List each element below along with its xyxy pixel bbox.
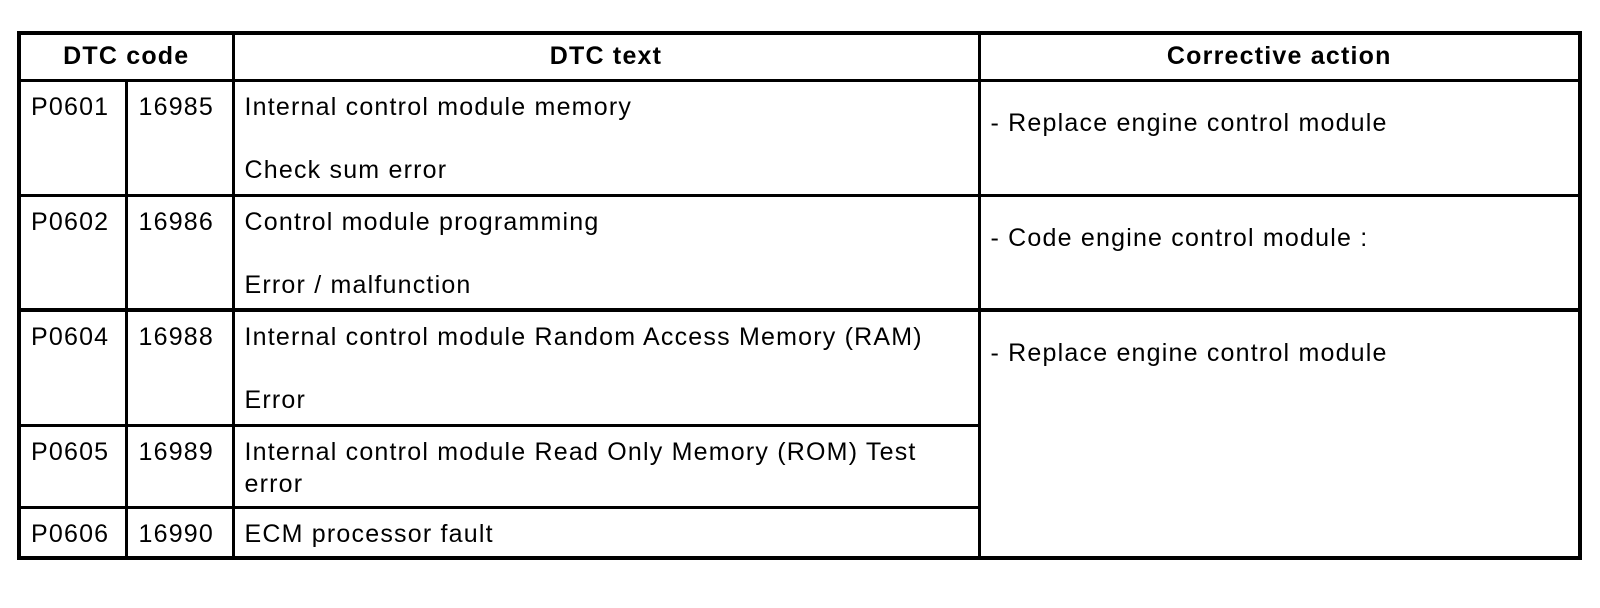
dtc-code-cell: P0604 — [17, 308, 128, 427]
table-row-p0605: P0605 16989 Internal control module Read… — [17, 423, 1580, 509]
table-header-row: DTC code DTC text Corrective action — [17, 31, 1582, 82]
dtc-text-line: Error — [244, 386, 307, 414]
dtc-table: DTC code DTC text Corrective action P060… — [17, 31, 1582, 560]
header-corrective-action: Corrective action — [977, 31, 1582, 82]
dtc-text-line: ECM processor fault — [244, 519, 494, 548]
dtc-text-line: Internal control module memory — [244, 92, 633, 121]
dtc-code-cell: P0601 — [17, 78, 128, 197]
table-row-p0604: P0604 16988 Internal control module Rand… — [17, 308, 1582, 560]
dtc-number-cell: 16989 — [124, 423, 235, 509]
dtc-text-cell: Control module programming Error / malfu… — [231, 193, 981, 312]
dtc-number-cell: 16988 — [124, 308, 235, 427]
dtc-text-cell: Internal control module Read Only Memory… — [231, 423, 981, 509]
corrective-action-cell: - Code engine control module : — [977, 193, 1582, 312]
dtc-code-cell: P0605 — [17, 423, 128, 509]
dtc-text-line: Internal control module Read Only Memory… — [244, 437, 917, 466]
dtc-number-cell: 16986 — [124, 193, 235, 312]
dtc-text-line: error — [244, 469, 304, 498]
dtc-text-line: Error / malfunction — [244, 270, 472, 299]
table-row-p0601: P0601 16985 Internal control module memo… — [17, 78, 1582, 197]
dtc-text-line: Check sum error — [244, 155, 448, 184]
dtc-text-cell: Internal control module memory Check sum… — [231, 78, 981, 197]
dtc-number-cell: 16985 — [124, 78, 235, 197]
dtc-text-line: Control module programming — [244, 207, 600, 236]
corrective-action-cell: - Replace engine control module — [977, 78, 1582, 197]
dtc-number-cell: 16990 — [124, 505, 235, 560]
dtc-code-cell: P0606 — [17, 505, 128, 560]
header-dtc-text: DTC text — [231, 31, 981, 82]
dtc-text-line: Internal control module Random Access Me… — [244, 323, 923, 351]
dtc-text-cell: ECM processor fault — [231, 505, 981, 560]
table-row-p0602: P0602 16986 Control module programming E… — [17, 193, 1582, 312]
dtc-text-cell: Internal control module Random Access Me… — [231, 308, 981, 427]
table-row-p0606: P0606 16990 ECM processor fault — [17, 505, 1580, 560]
header-dtc-code: DTC code — [17, 31, 235, 82]
dtc-code-cell: P0602 — [17, 193, 128, 312]
corrective-action-cell-merged: - Replace engine control module — [977, 308, 1582, 560]
